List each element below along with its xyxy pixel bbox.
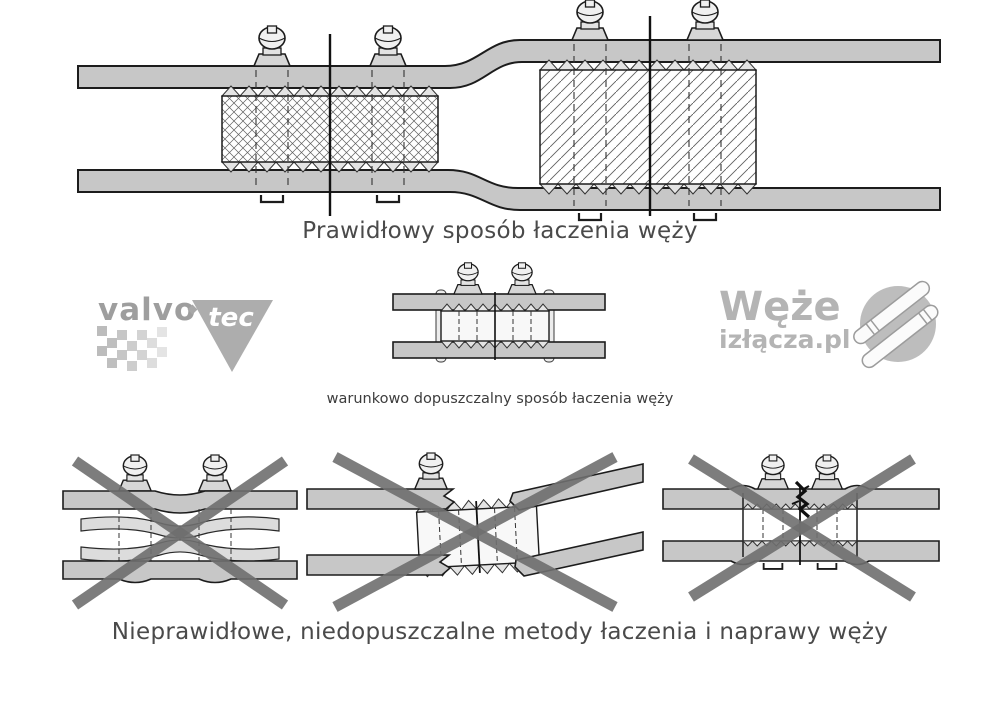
valvotec-wordmark: valvo [98, 292, 196, 328]
hose-wall [62, 560, 298, 584]
hose-clamp-icon [757, 454, 789, 490]
hose-wall [392, 293, 606, 311]
diagram-wrong-cracked [662, 454, 940, 602]
valvotec-logo: valvo tec [97, 292, 273, 372]
hose-clamp-icon [686, 0, 724, 41]
hose-clamp-icon [453, 262, 483, 295]
hose-clamp-icon [571, 0, 609, 41]
diagram-correct-connection [77, 0, 941, 222]
hose-clamp-icon [414, 452, 448, 490]
checkered-flag-icon [97, 326, 167, 371]
diagram-wrong-angled [306, 452, 644, 612]
valvotec-suffix: tec [208, 303, 254, 333]
pinched-hose [80, 539, 280, 562]
hose-clamp-icon [253, 25, 291, 67]
cross-mark [332, 452, 618, 612]
caption-incorrect: Nieprawidłowe, niedopuszczalne metody ła… [111, 619, 889, 645]
hose-wall [392, 341, 606, 359]
hose-clamp-icon [507, 262, 537, 295]
barbed-fitting-right [538, 44, 758, 206]
hose-clamp-icon [369, 25, 407, 67]
weze-domain: izłącza.pl [719, 325, 850, 354]
hose-walls [77, 39, 941, 211]
diagram-wrong-collapsed [62, 454, 298, 610]
hose-clamp-icon [811, 454, 843, 490]
caption-correct: Prawidłowy sposób łaczenia węży [302, 218, 698, 244]
hose-clamp-icon [198, 454, 232, 492]
weze-izlacza-logo: Węże izłącza.pl [719, 280, 939, 369]
weze-wordmark: Węże [719, 284, 841, 330]
caption-conditional: warunkowo dopuszczalny sposób łaczenia w… [326, 391, 674, 407]
hose-clamp-icon [118, 454, 152, 492]
hose-wall [662, 540, 940, 566]
cross-mark [71, 456, 289, 610]
diagram-conditional-connection [392, 262, 606, 363]
hose-badge-icon [853, 280, 939, 369]
logo-triangle [192, 300, 273, 372]
hose-wall [62, 490, 298, 514]
cross-mark [688, 454, 916, 602]
